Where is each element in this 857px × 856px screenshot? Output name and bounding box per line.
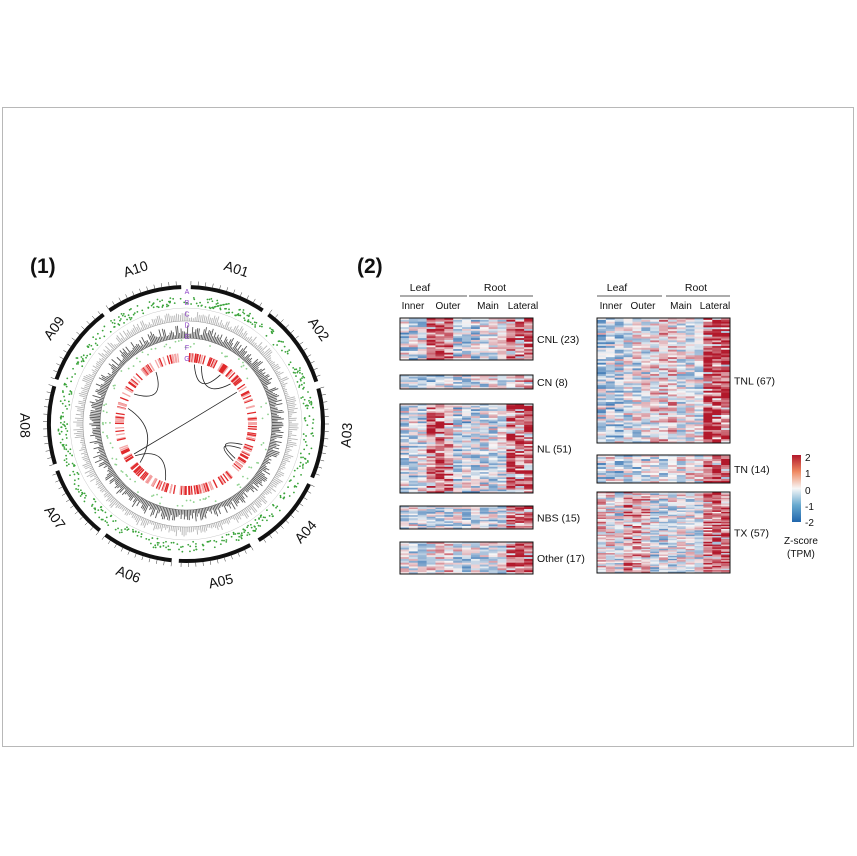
- synteny-link: [133, 391, 238, 455]
- chromosome-arc-A01: [190, 285, 264, 313]
- legend-title-line2: (TPM): [787, 549, 815, 560]
- heatmap-other: Other (17): [399, 541, 585, 575]
- subheader-outer-right: Outer: [630, 301, 656, 312]
- legend-title-line1: Z-score: [784, 536, 818, 547]
- synteny-link: [225, 442, 243, 459]
- heatmap-tnl-label: TNL (67): [734, 376, 775, 388]
- header-leaf-left: Leaf: [410, 282, 431, 294]
- chromosome-label-A08: A08: [17, 413, 33, 438]
- legend-tick-minus1: -1: [805, 502, 814, 513]
- legend-tick-2: 2: [805, 453, 811, 464]
- heatmap-nbs: NBS (15): [399, 505, 580, 530]
- subheader-main-right: Main: [670, 301, 692, 312]
- heatmap-tn: TN (14): [596, 454, 770, 484]
- chromosome-arc-A02: [267, 312, 319, 383]
- track-label-F: F: [185, 345, 189, 352]
- zscore-legend: 2 1 0 -1 -2 Z-score (TPM): [784, 453, 818, 560]
- legend-tick-0: 0: [805, 486, 811, 497]
- chromosome-label-A09: A09: [40, 313, 68, 343]
- heatmap-right: Leaf Root Inner Outer Main Lateral TNL (…: [596, 282, 775, 574]
- subheader-main-left: Main: [477, 301, 499, 312]
- subheader-inner-left: Inner: [402, 301, 425, 312]
- track-label-G: G: [184, 356, 189, 363]
- heatmap-tn-label: TN (14): [734, 464, 770, 476]
- synteny-link: [133, 371, 159, 397]
- synteny-link: [135, 453, 166, 481]
- track-label-B: B: [185, 300, 190, 307]
- chromosome-arc-A09: [54, 312, 105, 381]
- synteny-link: [201, 366, 231, 390]
- chromosome-label-A05: A05: [207, 570, 235, 591]
- legend-tick-minus2: -2: [805, 518, 814, 529]
- heatmap-cn-label: CN (8): [537, 377, 568, 389]
- heatmap-cn: CN (8): [399, 374, 568, 390]
- chromosome-arc-A03: [310, 388, 325, 479]
- legend-colorbar: [792, 455, 801, 522]
- panel-1-label: (1): [30, 255, 56, 278]
- chromosome-label-A01: A01: [222, 257, 251, 280]
- heatmap-cnl-label: CNL (23): [537, 334, 579, 346]
- chromosome-arc-A10: [108, 285, 182, 313]
- track-label-C: C: [184, 311, 189, 318]
- synteny-link: [223, 445, 241, 462]
- chromosome-label-A03: A03: [337, 422, 355, 448]
- synteny-link: [127, 408, 148, 463]
- heatmap-other-label: Other (17): [537, 553, 585, 565]
- chromosome-arc-A04: [257, 483, 311, 542]
- subheader-lateral-right: Lateral: [700, 301, 731, 312]
- heatmap-left: Leaf Root Inner Outer Main Lateral CNL (…: [399, 282, 585, 575]
- track-label-D: D: [184, 323, 189, 330]
- subheader-inner-right: Inner: [600, 301, 623, 312]
- chromosome-label-A07: A07: [41, 503, 69, 533]
- heatmap-tx: TX (57): [596, 491, 769, 574]
- synteny-link: [193, 364, 221, 385]
- legend-tick-1: 1: [805, 469, 811, 480]
- figure-frame: [2, 107, 854, 747]
- chromosome-arc-A06: [104, 533, 172, 563]
- heatmap-nbs-label: NBS (15): [537, 513, 580, 525]
- header-leaf-right: Leaf: [607, 282, 628, 294]
- track-label-A: A: [185, 289, 190, 296]
- chromosome-arc-A05: [178, 543, 252, 563]
- heatmap-nl: NL (51): [399, 403, 572, 494]
- chromosome-label-A02: A02: [305, 314, 333, 344]
- subheader-lateral-left: Lateral: [508, 301, 539, 312]
- subheader-outer-left: Outer: [435, 301, 461, 312]
- chromosome-arc-A07: [55, 470, 102, 533]
- panel-2-label: (2): [357, 255, 383, 278]
- track-label-E: E: [185, 334, 190, 341]
- chromosome-arc-A08: [47, 385, 57, 465]
- heatmap-cnl: CNL (23): [399, 317, 579, 361]
- heatmap-nl-label: NL (51): [537, 444, 572, 456]
- heatmap-tnl: TNL (67): [596, 317, 775, 444]
- chromosome-label-A06: A06: [114, 562, 143, 586]
- heatmap-tx-label: TX (57): [734, 528, 769, 540]
- chromosome-label-A10: A10: [121, 257, 150, 280]
- header-root-left: Root: [484, 282, 506, 294]
- header-root-right: Root: [685, 282, 707, 294]
- chromosome-label-A04: A04: [291, 517, 320, 546]
